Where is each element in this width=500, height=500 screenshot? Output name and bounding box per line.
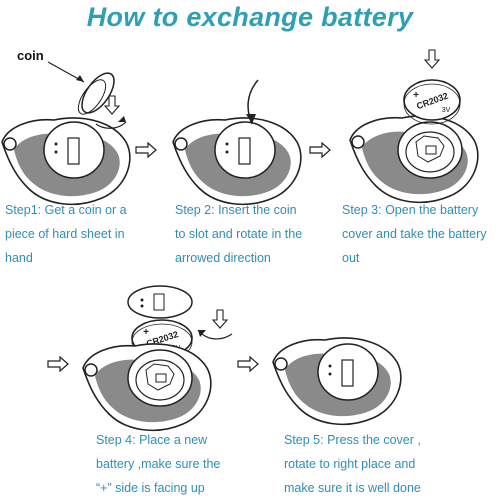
battery-voltage-text: 3V [442, 107, 451, 114]
step4-line2: battery ,make sure the [96, 457, 221, 471]
down-arrow-icon [212, 309, 228, 329]
step3-caption: Step 3: Open the battery cover and take … [342, 198, 487, 270]
right-arrow-icon [135, 142, 157, 158]
battery-compartment [127, 349, 193, 407]
step2-line2: to slot and rotate in the [175, 227, 303, 241]
right-arrow-icon [309, 142, 331, 158]
battery-cover [214, 121, 276, 179]
step5-caption: Step 5: Press the cover , rotate to righ… [284, 428, 421, 500]
battery-compartment [397, 121, 463, 179]
step4-illustration: CR2032 + 3V [82, 285, 233, 432]
step2-caption: Step 2: Insert the coin to slot and rota… [175, 198, 302, 270]
coin-label: coin [17, 48, 44, 63]
right-arrow-icon [237, 356, 259, 372]
step5-line1: Step 5: Press the cover , [284, 433, 421, 447]
battery-icon: CR2032 + 3V [403, 79, 461, 125]
coin-icon [77, 72, 115, 115]
down-arrow-icon [424, 49, 440, 69]
step3-illustration: CR2032 + 3V [349, 49, 479, 204]
step4-caption: Step 4: Place a new battery ,make sure t… [96, 428, 220, 500]
step2-illustration [172, 79, 302, 206]
step1-caption: Step1: Get a coin or a piece of hard she… [5, 198, 127, 270]
step1-illustration [1, 61, 131, 206]
right-arrow-icon [47, 356, 69, 372]
step5-line3: make sure it is well done [284, 481, 421, 495]
step2-line3: arrowed direction [175, 251, 271, 265]
battery-plus-sign: + [413, 90, 419, 101]
step4-line3: “+” side is facing up [96, 481, 205, 495]
rotate-arrow-icon [95, 121, 127, 129]
step4-line1: Step 4: Place a new [96, 433, 208, 447]
battery-cover [317, 343, 379, 401]
step3-line1: Step 3: Open the battery [342, 203, 479, 217]
page-title: How to exchange battery [86, 2, 414, 32]
step5-line2: rotate to right place and [284, 457, 416, 471]
step3-line2: cover and take the battery [342, 227, 487, 241]
step2-line1: Step 2: Insert the coin [175, 203, 297, 217]
battery-plus-sign: + [143, 327, 149, 338]
coin-pointer-arrowhead [76, 75, 84, 82]
step1-line1: Step1: Get a coin or a [5, 203, 127, 217]
step1-line3: hand [5, 251, 33, 265]
step1-line2: piece of hard sheet in [5, 227, 125, 241]
battery-cover [43, 121, 105, 179]
step3-line3: out [342, 251, 360, 265]
step5-illustration [272, 337, 402, 426]
battery-cover-disc [127, 285, 193, 319]
